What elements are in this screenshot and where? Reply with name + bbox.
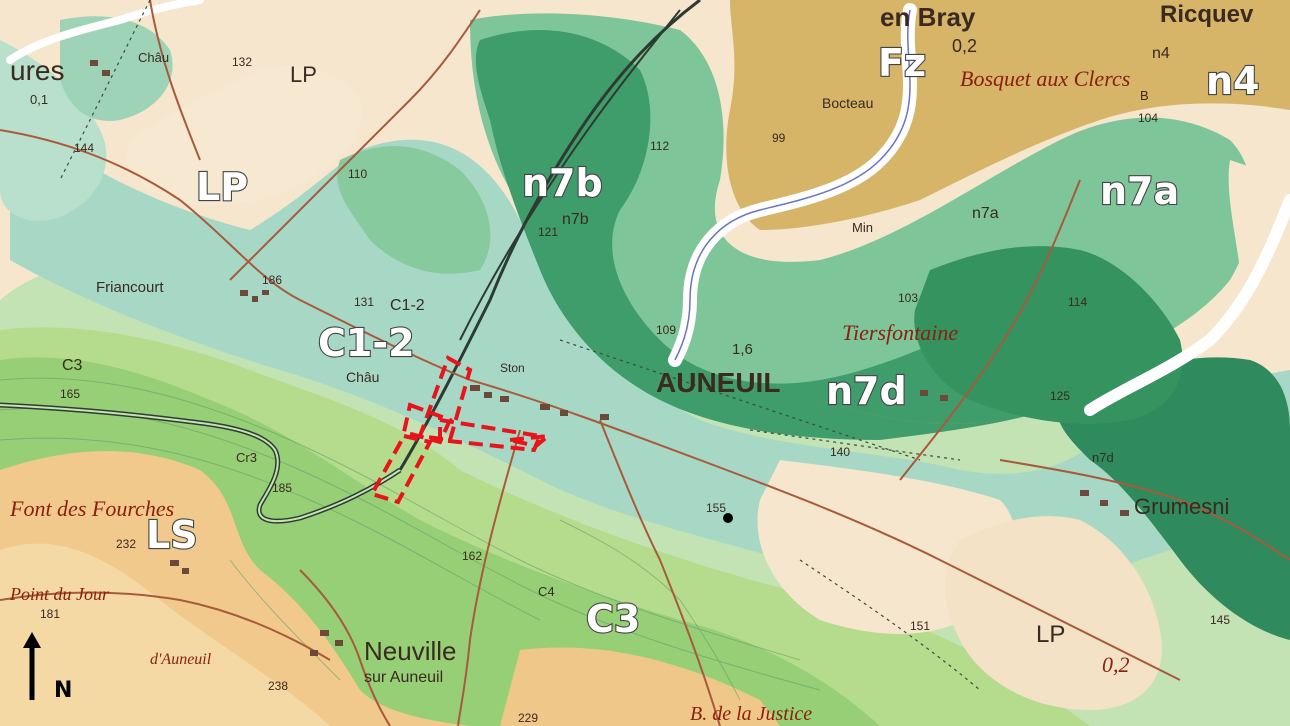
geo-label-lp-se: LP xyxy=(1036,621,1065,648)
zone-lp-beige-nw xyxy=(126,66,362,205)
label-font-des-fourches: Font des Fourches xyxy=(9,496,174,521)
label-ricquev: Ricquev xyxy=(1160,1,1254,28)
study-area-outline[interactable] xyxy=(369,355,555,505)
railway-main-2 xyxy=(459,9,681,341)
label-small-c3: C3 xyxy=(62,357,83,374)
contour-lines xyxy=(0,377,1001,701)
zone-lp-beige-se2 xyxy=(945,516,1162,710)
north-arrow-icon xyxy=(23,632,41,700)
label-val-02a: 0,2 xyxy=(952,36,977,56)
label-point-du-jour: Point du Jour xyxy=(9,584,110,604)
spot-marker xyxy=(723,513,733,523)
label-ures: ures xyxy=(10,55,64,86)
geo-label-c3: C3 xyxy=(586,597,640,641)
label-friancourt: Friancourt xyxy=(96,279,164,296)
geo-label-n4: n4 xyxy=(1206,59,1260,103)
label-chau: Châu xyxy=(138,50,169,65)
spot-height: 112 xyxy=(650,139,669,153)
building-clusters xyxy=(90,60,1129,656)
spot-height: 162 xyxy=(462,549,482,563)
spot-height: 144 xyxy=(74,141,94,155)
label-small-c12: C1-2 xyxy=(390,297,425,314)
zone-dark-green-ne xyxy=(914,246,1183,424)
label-small-c4: C4 xyxy=(538,584,555,599)
geo-label-ls: LS xyxy=(146,513,198,557)
geo-label-n7b: n7b xyxy=(522,161,603,205)
printed-labels: ures en Bray Ricquev Bosquet aux Clercs … xyxy=(9,1,1254,725)
label-en-bray: en Bray xyxy=(880,2,976,32)
label-neuville: Neuville xyxy=(364,636,457,666)
spot-height: 99 xyxy=(772,131,786,145)
label-cr3: Cr3 xyxy=(236,450,257,465)
spot-height: 186 xyxy=(262,273,282,287)
label-small-n4: n4 xyxy=(1152,45,1170,62)
dotted-lanes xyxy=(59,0,981,691)
geology-labels: LP n7b Fz n4 n7a C1-2 n7d LS C3 LP xyxy=(145,40,1261,648)
geo-label-c1-2: C1-2 xyxy=(318,321,415,365)
north-arrow: N xyxy=(20,632,80,703)
zone-mid-green-west xyxy=(337,146,491,274)
label-bosquet: Bosquet aux Clercs xyxy=(960,66,1130,91)
zone-ls-sand-2 xyxy=(0,543,330,726)
spot-height: 125 xyxy=(1050,389,1070,403)
zone-sand-south xyxy=(500,647,780,726)
label-lp-small: LP xyxy=(290,62,317,87)
spot-height: 238 xyxy=(268,679,288,693)
spot-height: 232 xyxy=(116,537,136,551)
spot-height: 151 xyxy=(910,619,930,633)
label-grumesni: Grumesni xyxy=(1134,494,1229,519)
zone-pale-teal xyxy=(10,110,1290,609)
spot-heights: 132 144 110 121 112 99 104 131 109 103 1… xyxy=(40,55,1230,725)
label-val-02b: 0,2 xyxy=(1102,652,1130,677)
spot-height: 104 xyxy=(1138,111,1158,125)
zone-lp-beige-ne xyxy=(1228,160,1290,304)
river-nw xyxy=(6,0,204,64)
label-val-16: 1,6 xyxy=(732,341,753,358)
spot-height: 103 xyxy=(898,291,918,305)
label-small-n7b: n7b xyxy=(562,211,589,228)
label-bocteau: Bocteau xyxy=(822,95,873,111)
label-n7d-small: n7d xyxy=(1092,450,1114,465)
north-letter: N xyxy=(54,678,73,703)
label-auneuil: AUNEUIL xyxy=(656,367,780,398)
river-east xyxy=(1084,194,1290,416)
spot-height: 155 xyxy=(706,501,726,515)
label-ston: Ston xyxy=(500,361,525,375)
zone-teal-west xyxy=(0,40,107,221)
spot-height: 165 xyxy=(60,387,80,401)
label-d-auneuil: d'Auneuil xyxy=(150,651,212,668)
label-tiersfontaine: Tiersfontaine xyxy=(842,320,958,345)
spot-height: 185 xyxy=(272,481,292,495)
label-small-n7a: n7a xyxy=(972,205,999,222)
label-chau-2: Châu xyxy=(346,369,379,385)
geo-label-lp-nw: LP xyxy=(196,165,248,209)
spot-height: 121 xyxy=(538,225,558,239)
spot-height: 140 xyxy=(830,445,850,459)
spot-height: 131 xyxy=(354,295,374,309)
label-de-la-justice: B. de la Justice xyxy=(690,703,812,725)
spot-height: 110 xyxy=(348,167,367,181)
label-val-01: 0,1 xyxy=(30,92,48,107)
spot-height: 145 xyxy=(1210,613,1230,627)
geo-label-n7a: n7a xyxy=(1100,169,1179,213)
river-avelon-line xyxy=(674,9,911,361)
spot-height: 114 xyxy=(1068,295,1087,309)
geo-label-n7d: n7d xyxy=(826,369,907,413)
spot-height: 229 xyxy=(518,711,538,725)
railway-loop-inner xyxy=(0,404,401,523)
label-b: B xyxy=(1140,88,1149,103)
geo-label-fz: Fz xyxy=(878,41,926,85)
spot-height: 109 xyxy=(656,323,676,337)
label-min: Min xyxy=(852,220,873,235)
spot-height: 181 xyxy=(40,607,60,621)
zone-teal-nw xyxy=(60,16,173,121)
label-sur-auneuil: sur Auneuil xyxy=(364,669,443,686)
spot-height: 132 xyxy=(232,55,252,69)
